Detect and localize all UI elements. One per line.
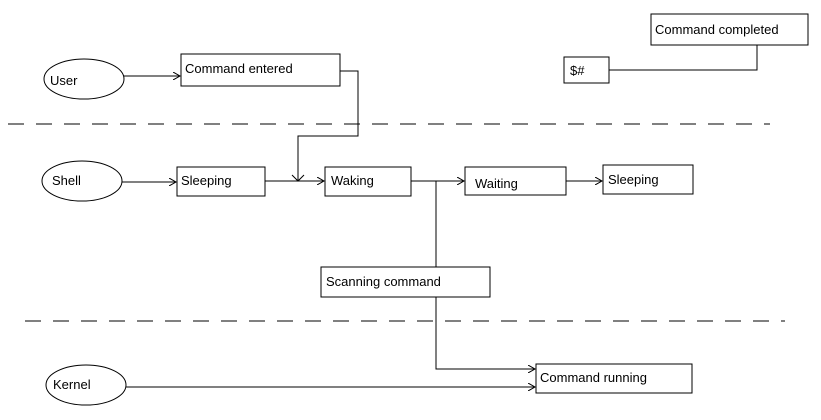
box-command-entered[interactable]: Command entered [180,53,341,87]
line-prompt-to-command-completed [609,45,758,71]
lane-kernel-label: Kernel [53,377,91,392]
box-waking[interactable]: Waking [324,166,412,197]
box-command-completed-label: Command completed [655,22,779,37]
lane-kernel[interactable]: Kernel [45,364,127,406]
box-command-running[interactable]: Command running [535,363,693,394]
box-sleeping-1-label: Sleeping [181,173,232,188]
box-scanning-command-label: Scanning command [326,274,441,289]
box-command-entered-label: Command entered [185,61,293,76]
lane-user-label: User [50,73,78,88]
box-scanning-command[interactable]: Scanning command [320,266,491,298]
box-sleeping-2[interactable]: Sleeping [602,164,694,195]
box-prompt-label: $# [570,63,585,78]
lane-shell-label: Shell [52,173,81,188]
box-waking-label: Waking [331,173,374,188]
box-command-completed[interactable]: Command completed [650,13,809,46]
box-waiting-label: Waiting [475,176,518,191]
lane-user[interactable]: User [43,58,125,100]
lane-shell[interactable]: Shell [41,160,123,202]
box-waiting[interactable]: Waiting [464,166,567,196]
box-sleeping-1[interactable]: Sleeping [176,166,266,197]
box-prompt[interactable]: $# [563,56,610,84]
box-command-running-label: Command running [540,370,647,385]
box-sleeping-2-label: Sleeping [608,172,659,187]
arrow-scanning-to-command-running [435,297,535,369]
line-command-entered-to-shell [297,70,359,181]
